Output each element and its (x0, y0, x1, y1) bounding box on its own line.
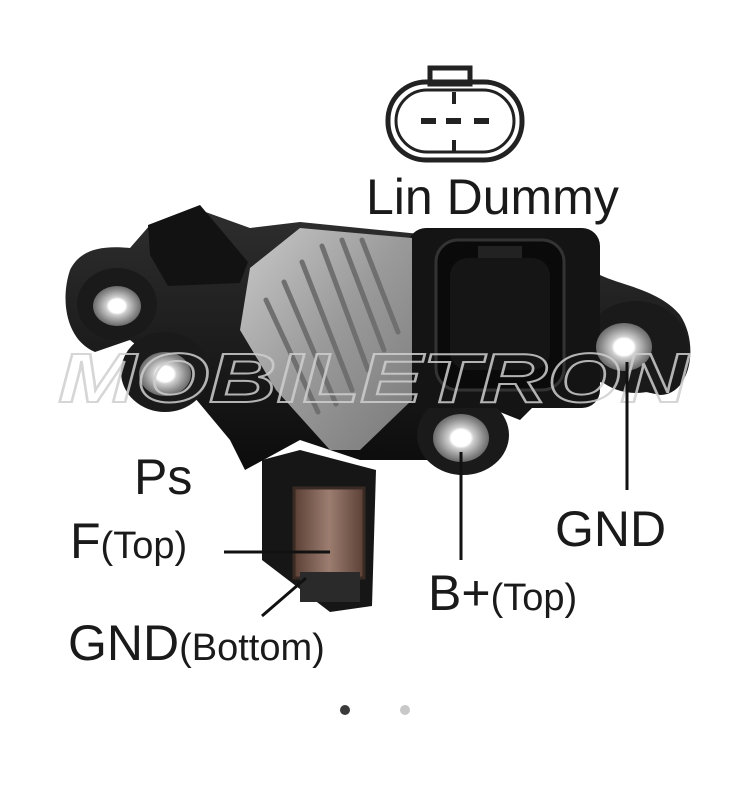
ps-label: Ps (134, 449, 193, 505)
gnd-bottom-label-main: GND (68, 615, 180, 671)
f-label-main: F (70, 513, 101, 569)
f-label: F(Top) (70, 516, 187, 566)
brush-holder (262, 450, 376, 612)
bplus-label: B+(Top) (428, 568, 577, 618)
watermark-text: MOBILETRON (58, 339, 690, 417)
leader-lines (224, 362, 629, 618)
heatsink (240, 228, 412, 450)
mounting-washers (93, 286, 652, 462)
bplus-label-sub: (Top) (490, 577, 578, 619)
voltage-regulator-image: MOBILETRON (57, 65, 691, 618)
carousel-dot-1[interactable] (340, 705, 350, 715)
gnd-right-label: GND (555, 501, 667, 557)
bplus-label-main: B+ (428, 565, 491, 621)
f-label-sub: (Top) (100, 525, 188, 567)
carousel-pagination (0, 702, 750, 718)
gnd-bottom-label: GND(Bottom) (68, 618, 325, 668)
carousel-dot-2[interactable] (400, 705, 410, 715)
gnd-bottom-label-sub: (Bottom) (179, 627, 325, 669)
connector-pin-diagram (385, 65, 525, 163)
connector-label: Lin Dummy (366, 169, 619, 225)
